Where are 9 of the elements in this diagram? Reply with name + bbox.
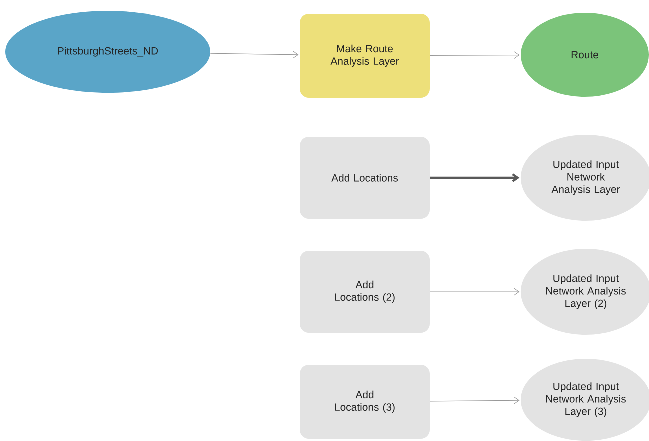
process-box: Add Locations (3): [300, 365, 430, 439]
process-box: Add Locations: [300, 137, 430, 219]
process-box: Make Route Analysis Layer: [300, 14, 430, 98]
arrow: [430, 52, 520, 60]
process-box: Add Locations (2): [300, 251, 430, 333]
arrow: [210, 51, 299, 59]
arrow: [430, 396, 520, 404]
arrow: [430, 288, 520, 296]
arrow: [430, 174, 520, 182]
